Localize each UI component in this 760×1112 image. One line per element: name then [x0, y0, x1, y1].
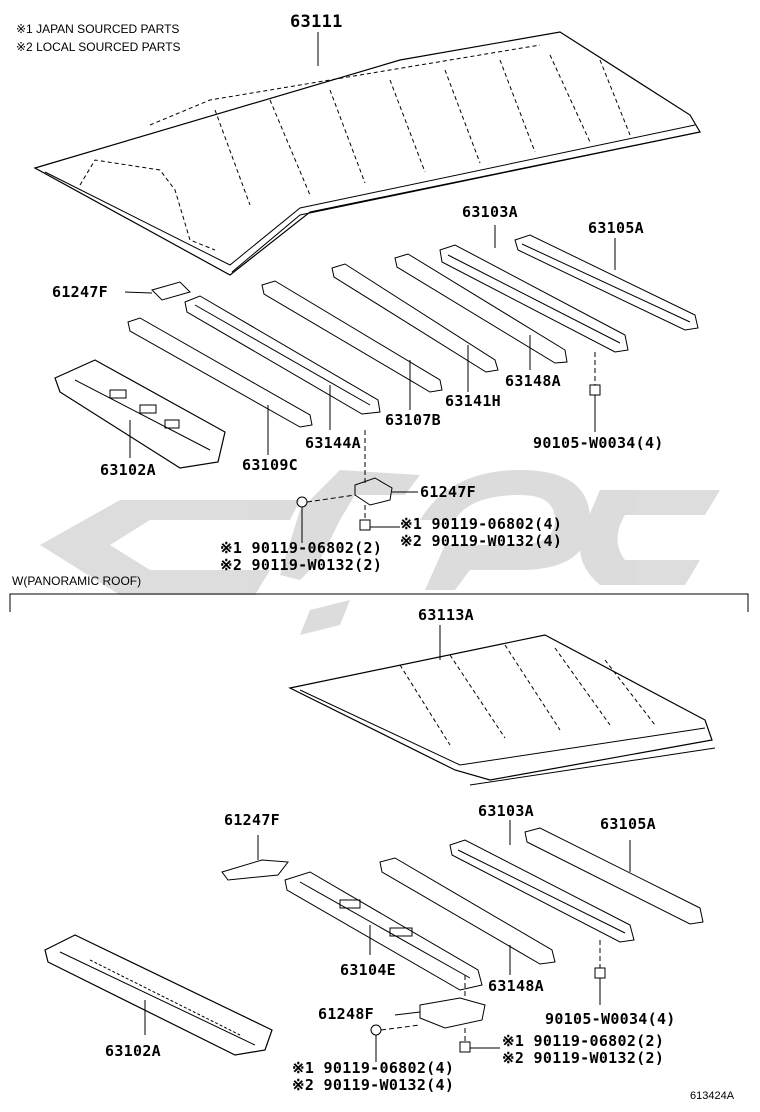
reinf-63107b-top: [261, 280, 443, 410]
watermark-logo: [40, 470, 720, 635]
reinf-63148a-top: [394, 253, 568, 370]
roof-panel-63113a: [288, 625, 716, 786]
bracket-61247f-small-bottom: [221, 835, 289, 881]
label-fastener-right-1-bottom: ※1 90119-06802(2): [502, 1032, 665, 1050]
label-reinf-e-top: 63148A: [505, 372, 561, 390]
reinf-63104e-bottom: [284, 871, 483, 991]
bracket-61247f-center-top: [296, 430, 418, 543]
bow-63103a-bottom: [449, 820, 635, 943]
label-header-bottom: 63102A: [105, 1042, 161, 1060]
label-bracket-center-top: 61247F: [420, 483, 476, 501]
roof-panel-63111: [33, 31, 701, 276]
bracket-61248f-bottom: [370, 975, 500, 1062]
section-label-panoramic-roof: W(PANORAMIC ROOF): [12, 574, 142, 588]
bracket-61247f-small-top: [124, 281, 191, 301]
label-bow-2-bottom: 63105A: [600, 815, 656, 833]
label-fastener-left-1-bottom: ※1 90119-06802(4): [292, 1059, 455, 1077]
label-header-top: 63102A: [100, 461, 156, 479]
label-fastener-right-2-bottom: ※2 90119-W0132(2): [502, 1049, 665, 1067]
label-fastener-right-2-top: ※2 90119-W0132(4): [400, 532, 563, 550]
bolt-90105-top: [589, 352, 601, 432]
label-fastener-left-2-bottom: ※2 90119-W0132(4): [292, 1076, 455, 1094]
reinf-63144a-top: [184, 295, 381, 430]
bolt-90105-bottom: [594, 940, 606, 1005]
label-reinf-a-top: 63109C: [242, 456, 298, 474]
label-bolt-bottom: 90105-W0034(4): [545, 1010, 676, 1028]
bow-63105a-top: [514, 234, 699, 331]
label-bracket-small-bottom: 61247F: [224, 811, 280, 829]
label-reinf-c-top: 63107B: [385, 411, 441, 429]
label-reinf-b-bottom: 63148A: [488, 977, 544, 995]
label-fastener-right-1-top: ※1 90119-06802(4): [400, 515, 563, 533]
label-bow-2-top: 63105A: [588, 219, 644, 237]
label-bow-1-top: 63103A: [462, 203, 518, 221]
label-bolt-top: 90105-W0034(4): [533, 434, 664, 452]
label-roof-panel-top: 63111: [290, 12, 343, 32]
label-fastener-left-2-top: ※2 90119-W0132(2): [220, 556, 383, 574]
diagram-code: 613424A: [690, 1090, 735, 1102]
reinf-63148a-bottom: [379, 857, 556, 975]
note-japan-sourced: ※1 JAPAN SOURCED PARTS: [16, 22, 180, 36]
label-fastener-left-1-top: ※1 90119-06802(2): [220, 539, 383, 557]
reinf-63109c-top: [127, 317, 313, 455]
label-reinf-d-top: 63141H: [445, 392, 501, 410]
header-63102a-top: [54, 359, 226, 469]
note-local-sourced: ※2 LOCAL SOURCED PARTS: [16, 40, 181, 54]
label-reinf-b-top: 63144A: [305, 434, 361, 452]
label-bow-1-bottom: 63103A: [478, 802, 534, 820]
bow-63105a-bottom: [524, 827, 704, 925]
label-bracket-small-top: 61247F: [52, 283, 108, 301]
section-divider: [9, 593, 749, 612]
label-bracket-center-bottom: 61248F: [318, 1005, 374, 1023]
bow-63103a-top: [439, 225, 629, 353]
header-63102a-bottom: [44, 934, 273, 1056]
label-roof-panel-bottom: 63113A: [418, 606, 474, 624]
label-reinf-a-bottom: 63104E: [340, 961, 396, 979]
reinf-63141h-top: [331, 263, 499, 392]
